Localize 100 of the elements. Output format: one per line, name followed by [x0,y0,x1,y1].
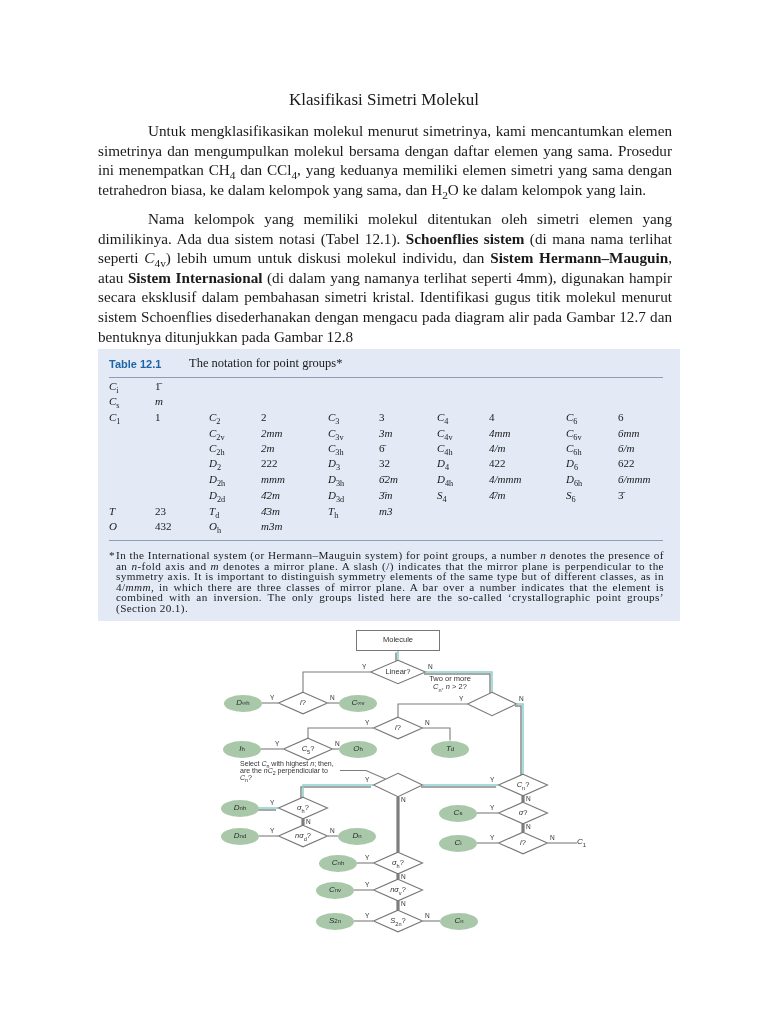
notation-symbol: 622 [618,457,635,470]
notation-symbol: 422 [489,457,506,470]
flow-line [332,748,340,750]
point-group-symbol: T$_{h}$ [328,505,339,518]
flow-line [422,784,499,786]
point-group-symbol: T$_{d}$ [209,505,220,518]
notation-symbol: 4/mmm [489,473,522,486]
notation-symbol: 3̄m [379,489,393,502]
point-group-symbol: C$_{6h}$ [566,442,582,455]
paragraph: Nama kelompok yang memiliki molekul ditentukan oleh simetri elemen yang dimilikinya. Ada dua sistem notasi (Tabel 12.1). Schoenflies sistem (di mana nama terlihat seperti C$_{4v}$) lebih umum untuk diskusi molekul individu, dan Sistem Hermann–Mauguin, atau Sistem Internasional (di dalam yang namanya terlihat seperti 4mm), digunakan hampir secara eksklusif dalam pembahasan simetri kristal. Identifikasi gugus titik molekul menurut sistem Schoenflies disederhanakan dengan mengacu pada diagram alir pada Gambar 12.7 dan bentuknya ditunjukkan pada Gambar 12.8 [98,209,672,347]
point-group-symbol: D$_{6h}$ [566,473,583,486]
flow-line [353,920,374,922]
paragraph: Untuk mengklasifikasikan molekul menurut simetrinya, kami mencantumkan elemen simetrinya dan mengumpulkan molekul bersama dengan daftar elemen yang sama. Prosedur ini menempatkan CH$_{4}$ dan CCl$_{4}$, yang keduanya memiliki elemen simetri yang sama dengan tetrahedron biasa, ke dalam kelompok yang sama, dan H$_{2}$O ke dalam kelompok yang lain. [98,121,672,200]
flow-line [258,835,279,837]
flow-line [301,819,305,825]
point-group-symbol: S$_{4}$ [437,489,447,502]
notation-symbol: 222 [261,457,278,470]
notation-symbol: 3̄ [618,489,624,502]
notation-symbol: 4mm [489,427,511,440]
notation-symbol: 3 [379,411,385,424]
notation-symbol: 6̄2m [379,473,398,486]
notation-symbol: 432 [155,520,172,533]
point-group-symbol: O$_{h}$ [209,520,222,533]
page-title: Klasifikasi Simetri Molekul [289,89,479,110]
point-group-symbol: D$_{2d}$ [209,489,226,502]
notation-symbol: 23 [155,505,166,518]
point-group-symbol: C$_{1}$ [109,411,121,424]
flow-line [521,796,525,802]
flow-line [307,727,374,739]
point-group-symbol: C$_{4v}$ [437,427,453,440]
point-group-symbol: D$_{6}$ [566,457,579,470]
notation-symbol: 6/m [618,442,635,455]
point-group-symbol: C$_{i}$ [109,380,119,393]
notation-symbol: 2 [261,411,267,424]
decision-diamond [373,773,423,797]
flow-line [425,671,493,693]
flow-line [327,702,340,704]
point-group-symbol: C$_{4h}$ [437,442,453,455]
result-text: C$_{1}$ [577,837,587,846]
point-group-symbol: C$_{s}$ [109,395,120,408]
flow-line [396,901,400,910]
notation-symbol: 4 [489,411,495,424]
notation-symbol: 6̄ [379,442,385,455]
notation-symbol: 4̄/m [489,489,506,502]
point-group-symbol: S$_{6}$ [566,489,576,502]
flow-line [302,784,374,798]
point-group-symbol: C$_{3h}$ [328,442,344,455]
notation-symbol: 4̄3m [261,505,280,518]
point-group-symbol: C$_{6v}$ [566,427,582,440]
notation-symbol: 2m [261,442,275,455]
point-group-symbol: O [109,520,117,533]
notation-symbol: 3m [379,427,393,440]
point-group-symbol: D$_{2}$ [209,457,222,470]
notation-symbol: 32 [379,457,390,470]
notation-symbol: m3m [261,520,283,533]
flow-line [353,889,374,891]
point-group-symbol: D$_{3}$ [328,457,341,470]
flow-line [422,727,451,742]
flow-line [356,862,374,864]
notation-symbol: mmm [261,473,285,486]
footnote-mark: * [109,550,115,561]
flow-line [476,842,499,844]
flow-line [327,835,339,837]
table-number: Table 12.1 [109,358,162,371]
notation-symbol: 6 [618,411,624,424]
point-group-symbol: C$_{2h}$ [209,442,225,455]
flow-line [476,812,499,814]
flow-line [397,703,468,718]
leader-line [339,769,387,780]
point-group-symbol: C$_{4}$ [437,411,449,424]
flow-line [547,842,578,844]
flow-line [260,748,284,750]
notation-symbol: 1̄ [155,380,161,393]
table-title: The notation for point groups* [189,356,343,371]
flow-line [396,874,400,879]
flow-line [258,807,279,809]
point-group-symbol: D$_{4h}$ [437,473,454,486]
flow-line [396,797,400,852]
point-group-symbol: D$_{4}$ [437,457,450,470]
flow-line [422,920,441,922]
point-group-symbol: D$_{3h}$ [328,473,345,486]
flow-line [302,671,371,693]
notation-symbol: 4̄2m [261,489,280,502]
point-group-symbol: T [109,505,116,518]
notation-symbol: 6/mmm [618,473,651,486]
notation-symbol: 1 [155,411,161,424]
point-group-symbol: C$_{3}$ [328,411,340,424]
flow-line [521,824,525,832]
flow-line [261,702,279,704]
notation-symbol: 6mm [618,427,640,440]
notation-symbol: m3 [379,505,393,518]
point-group-symbol: D$_{3d}$ [328,489,345,502]
flow-line [516,703,524,775]
notation-symbol: 4/m [489,442,506,455]
point-group-symbol: D$_{2h}$ [209,473,226,486]
notation-symbol: m [155,395,163,408]
notation-symbol: 2mm [261,427,283,440]
point-group-symbol: C$_{2v}$ [209,427,225,440]
flow-line [397,649,399,661]
point-group-symbol: C$_{6}$ [566,411,578,424]
